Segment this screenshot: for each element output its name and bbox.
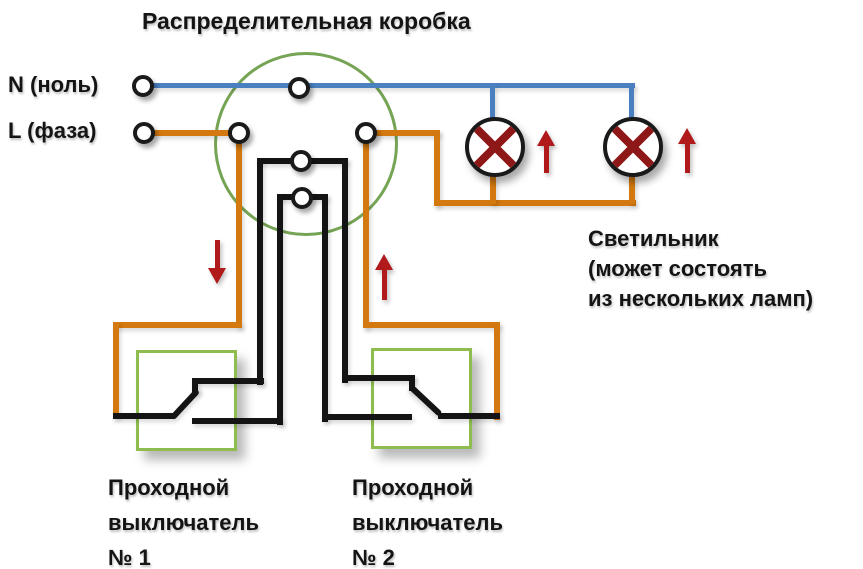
- switch2-common-line: [438, 413, 500, 419]
- traveler-outer-left: [257, 158, 263, 385]
- terminal-phase-input: [133, 122, 155, 144]
- lamp1-return-drop: [490, 176, 496, 204]
- phase-drop-switch2: [494, 322, 500, 420]
- traveler-inner-left: [277, 194, 283, 425]
- traveler-outer-right: [342, 158, 348, 383]
- switch2-caption-line2: выключатель: [352, 510, 504, 535]
- switch2-caption-line3: № 2: [352, 545, 395, 569]
- switch2-upper-contact-jog: [409, 375, 415, 391]
- switched-phase-stub: [374, 130, 440, 136]
- terminal-traveler-outer: [290, 150, 312, 172]
- traveler-inner-right: [322, 194, 328, 422]
- lamp-caption-line3: из нескольких ламп): [588, 286, 814, 311]
- lamp-caption-line1: Светильник: [588, 226, 719, 251]
- switch1-lower-contact: [192, 418, 283, 424]
- neutral-drop-lamp1: [490, 85, 495, 118]
- distribution-box-circle: [214, 52, 398, 236]
- neutral-wire-main: [153, 83, 635, 88]
- phase-drop-switch1: [113, 322, 119, 418]
- switch2-box: [371, 348, 472, 449]
- switch1-caption-line2: выключатель: [108, 510, 260, 535]
- neutral-wire-label: N (ноль): [8, 72, 99, 97]
- current-up-arrow-icon: [375, 254, 393, 300]
- neutral-drop-lamp2: [629, 85, 634, 118]
- lamp-caption-line2: (может состоять: [588, 256, 767, 281]
- terminal-neutral-input: [132, 75, 154, 97]
- switch1-caption-line1: Проходной: [108, 475, 230, 500]
- switch1-upper-contact: [192, 378, 264, 384]
- switched-phase-riser: [363, 142, 369, 328]
- lamp-2-icon: [603, 117, 663, 177]
- switch2-caption-line1: Проходной: [352, 475, 474, 500]
- lamp-return-run: [434, 200, 636, 206]
- lamp2-up-arrow-icon: [678, 128, 696, 173]
- switch1-box: [136, 350, 237, 451]
- diagram-title: Распределительная коробка: [142, 8, 471, 34]
- phase-wire-label: L (фаза): [8, 118, 97, 143]
- switch1-caption-line3: № 1: [108, 545, 151, 569]
- lamp-caption: Светильник (может состоять из нескольких…: [588, 224, 813, 314]
- phase-drop-left: [236, 140, 242, 328]
- switch1-common-line: [113, 413, 175, 419]
- switch2-lower-contact: [322, 414, 412, 420]
- terminal-phase-box-right: [355, 122, 377, 144]
- switched-phase-drop: [434, 130, 440, 206]
- lamp-1-icon: [465, 117, 525, 177]
- switch1-upper-contact-jog: [192, 378, 198, 394]
- phase-wire-input: [152, 130, 242, 136]
- lamp2-return-drop: [629, 176, 635, 204]
- phase-run-left: [113, 322, 242, 328]
- phase-run-right: [363, 322, 500, 328]
- terminal-traveler-inner: [291, 187, 313, 209]
- switch1-caption: Проходной выключатель № 1: [108, 470, 259, 569]
- lamp1-up-arrow-icon: [537, 130, 555, 173]
- switch2-caption: Проходной выключатель № 2: [352, 470, 503, 569]
- switch2-upper-contact: [342, 375, 415, 381]
- current-down-arrow-icon: [208, 240, 226, 284]
- terminal-neutral-box: [288, 77, 310, 99]
- terminal-phase-box-left: [228, 122, 250, 144]
